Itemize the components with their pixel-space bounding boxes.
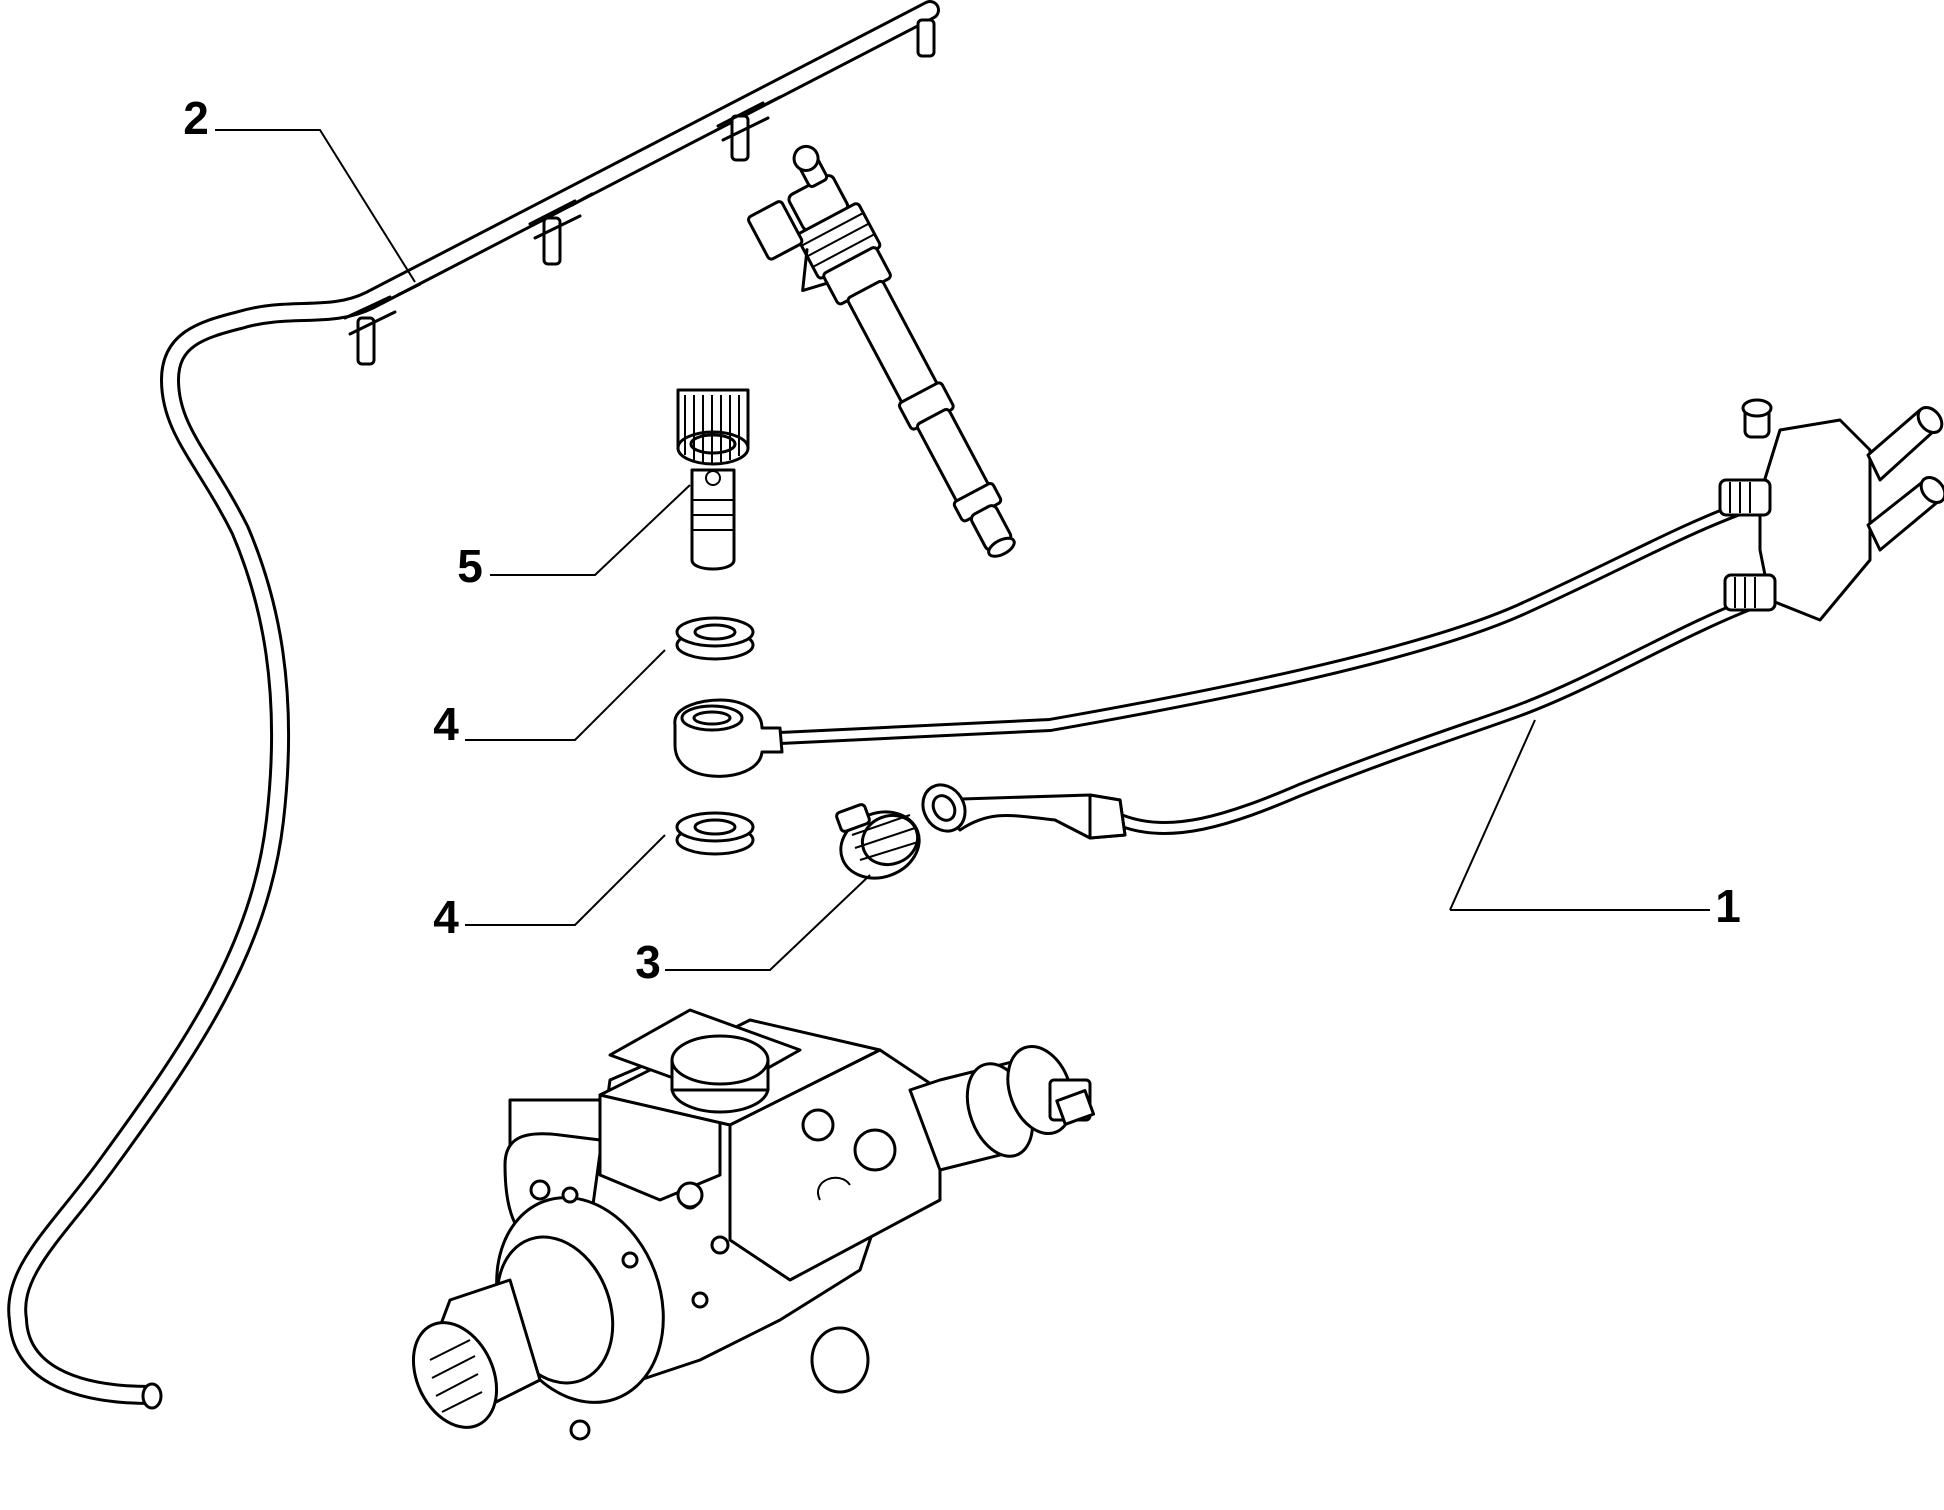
callout-2-label: 2 bbox=[183, 92, 209, 144]
sealing-washer-lower bbox=[675, 811, 755, 856]
callout-5-label: 5 bbox=[457, 540, 483, 592]
line-connector-block bbox=[1718, 398, 1944, 622]
banjo-bolt bbox=[676, 388, 750, 571]
callout-3-label: 3 bbox=[635, 936, 661, 988]
hose-clamp bbox=[835, 803, 921, 880]
leak-off-hose bbox=[7, 0, 940, 1410]
banjo-eye-fitting bbox=[673, 698, 784, 778]
callout-leaders bbox=[215, 129, 1710, 971]
hose-end-opening bbox=[141, 1382, 163, 1410]
high-pressure-pump bbox=[411, 1008, 1096, 1441]
callout-1-label: 1 bbox=[1715, 880, 1741, 932]
callout-4-upper-label: 4 bbox=[433, 698, 459, 750]
pump-pressure-regulator bbox=[908, 1044, 1096, 1172]
fuel-return-line bbox=[673, 398, 1944, 840]
rubber-hose-end bbox=[921, 783, 1127, 840]
hose-tee-junctions bbox=[343, 18, 936, 366]
sealing-washer-upper bbox=[675, 616, 755, 661]
callout-4-lower-label: 4 bbox=[433, 891, 459, 943]
pump-drive-shaft bbox=[411, 1196, 665, 1429]
fuel-injector bbox=[747, 144, 1016, 558]
